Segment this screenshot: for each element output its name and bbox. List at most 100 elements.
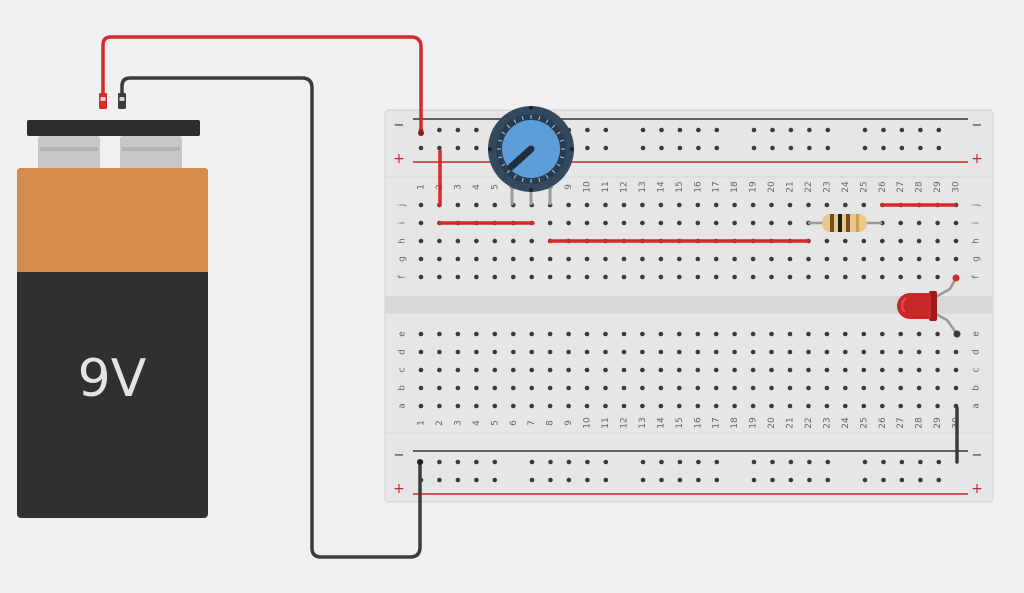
breadboard-hole[interactable]: [935, 367, 940, 373]
breadboard-hole[interactable]: [695, 256, 701, 262]
breadboard-hole[interactable]: [695, 403, 701, 409]
breadboard-hole[interactable]: [898, 403, 903, 409]
breadboard-hole[interactable]: [529, 256, 534, 262]
breadboard-hole[interactable]: [953, 367, 959, 373]
breadboard-hole[interactable]: [437, 256, 442, 262]
breadboard-hole[interactable]: [418, 238, 424, 244]
breadboard-hole[interactable]: [529, 385, 534, 391]
breadboard-hole[interactable]: [918, 459, 923, 465]
breadboard-hole[interactable]: [899, 459, 905, 465]
breadboard-hole[interactable]: [547, 220, 553, 226]
breadboard-hole[interactable]: [511, 256, 516, 262]
breadboard-hole[interactable]: [437, 127, 442, 133]
breadboard-hole[interactable]: [566, 274, 571, 280]
breadboard-hole[interactable]: [769, 367, 774, 373]
breadboard-hole[interactable]: [658, 385, 664, 391]
breadboard-hole[interactable]: [677, 385, 682, 391]
breadboard-hole[interactable]: [788, 127, 794, 133]
red-wire-battery-positive[interactable]: [101, 35, 423, 132]
breadboard-hole[interactable]: [713, 202, 719, 208]
breadboard-hole[interactable]: [492, 238, 498, 244]
breadboard-hole[interactable]: [787, 331, 793, 337]
breadboard-hole[interactable]: [953, 220, 959, 226]
breadboard-hole[interactable]: [806, 274, 811, 280]
breadboard-hole[interactable]: [825, 459, 831, 465]
breadboard-hole[interactable]: [621, 367, 627, 373]
breadboard-hole[interactable]: [935, 331, 940, 337]
breadboard-hole[interactable]: [898, 367, 903, 373]
breadboard-hole[interactable]: [916, 367, 922, 373]
breadboard-hole[interactable]: [769, 349, 774, 355]
breadboard-hole[interactable]: [584, 331, 590, 337]
breadboard-hole[interactable]: [677, 459, 683, 465]
breadboard-hole[interactable]: [584, 202, 590, 208]
breadboard-hole[interactable]: [418, 274, 424, 280]
breadboard-hole[interactable]: [862, 127, 868, 133]
breadboard-hole[interactable]: [511, 403, 516, 409]
breadboard-hole[interactable]: [695, 220, 701, 226]
breadboard-hole[interactable]: [455, 385, 461, 391]
breadboard-hole[interactable]: [585, 127, 590, 133]
breadboard-hole[interactable]: [492, 331, 498, 337]
breadboard-hole[interactable]: [769, 403, 774, 409]
breadboard-hole[interactable]: [603, 127, 609, 133]
breadboard-hole[interactable]: [770, 145, 775, 151]
breadboard-hole[interactable]: [898, 256, 903, 262]
breadboard-hole[interactable]: [677, 403, 682, 409]
breadboard-hole[interactable]: [529, 477, 535, 483]
breadboard-hole[interactable]: [658, 256, 664, 262]
breadboard-hole[interactable]: [437, 145, 442, 151]
breadboard-hole[interactable]: [769, 331, 774, 337]
breadboard-hole[interactable]: [898, 274, 903, 280]
breadboard-hole[interactable]: [732, 349, 737, 355]
breadboard-hole[interactable]: [437, 385, 442, 391]
breadboard-hole[interactable]: [547, 256, 553, 262]
breadboard-hole[interactable]: [899, 477, 905, 483]
breadboard-hole[interactable]: [953, 238, 959, 244]
breadboard-hole[interactable]: [621, 331, 627, 337]
breadboard-hole[interactable]: [658, 331, 664, 337]
breadboard-hole[interactable]: [418, 145, 424, 151]
breadboard-hole[interactable]: [935, 403, 940, 409]
breadboard-hole[interactable]: [603, 385, 608, 391]
breadboard-hole[interactable]: [806, 331, 811, 337]
breadboard-hole[interactable]: [824, 256, 830, 262]
breadboard-hole[interactable]: [824, 202, 830, 208]
breadboard-hole[interactable]: [880, 385, 885, 391]
breadboard-hole[interactable]: [916, 349, 922, 355]
breadboard-hole[interactable]: [713, 220, 719, 226]
breadboard-hole[interactable]: [918, 145, 923, 151]
breadboard-hole[interactable]: [918, 127, 923, 133]
breadboard-hole[interactable]: [751, 127, 757, 133]
breadboard-hole[interactable]: [492, 202, 498, 208]
breadboard-hole[interactable]: [918, 477, 923, 483]
breadboard-hole[interactable]: [492, 274, 498, 280]
breadboard-hole[interactable]: [695, 349, 701, 355]
breadboard-hole[interactable]: [750, 367, 756, 373]
breadboard-hole[interactable]: [732, 367, 737, 373]
breadboard-hole[interactable]: [825, 127, 831, 133]
breadboard-hole[interactable]: [880, 403, 885, 409]
breadboard-hole[interactable]: [603, 220, 608, 226]
breadboard-hole[interactable]: [935, 238, 940, 244]
breadboard-hole[interactable]: [603, 477, 609, 483]
breadboard-hole[interactable]: [474, 349, 479, 355]
breadboard-hole[interactable]: [585, 459, 590, 465]
breadboard-hole[interactable]: [881, 127, 886, 133]
breadboard-hole[interactable]: [658, 403, 664, 409]
breadboard-hole[interactable]: [732, 274, 737, 280]
breadboard-hole[interactable]: [861, 256, 867, 262]
breadboard-hole[interactable]: [695, 274, 701, 280]
battery-9v[interactable]: 9V: [17, 120, 208, 518]
breadboard-hole[interactable]: [603, 274, 608, 280]
breadboard-hole[interactable]: [474, 477, 479, 483]
breadboard-hole[interactable]: [492, 349, 498, 355]
breadboard-hole[interactable]: [659, 145, 664, 151]
breadboard-hole[interactable]: [843, 349, 848, 355]
breadboard-hole[interactable]: [511, 331, 516, 337]
breadboard-hole[interactable]: [474, 385, 479, 391]
breadboard-hole[interactable]: [455, 477, 461, 483]
breadboard-hole[interactable]: [621, 256, 627, 262]
breadboard-hole[interactable]: [898, 385, 903, 391]
breadboard-hole[interactable]: [899, 145, 905, 151]
